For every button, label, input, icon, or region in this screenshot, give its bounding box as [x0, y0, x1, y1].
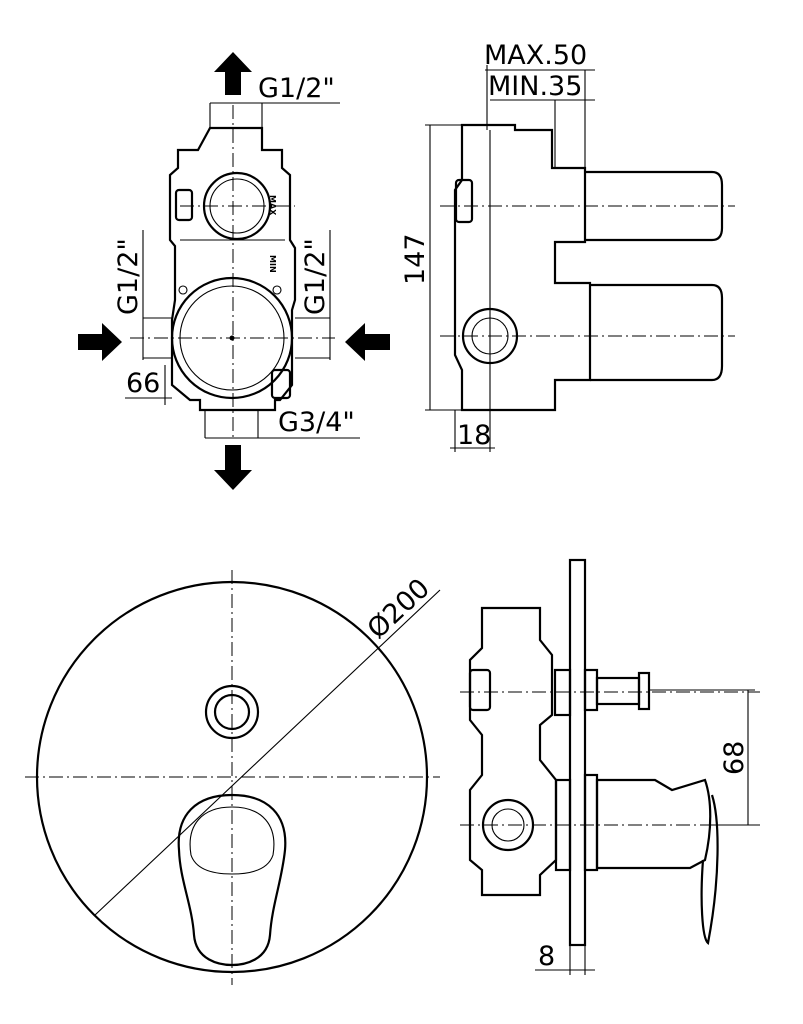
plate-thickness-dimension: 8	[538, 941, 555, 972]
arrow-right-icon	[78, 323, 122, 361]
arrow-left-icon	[345, 323, 390, 361]
depth-max-label: MAX.50	[484, 40, 587, 71]
inlet-left-label: G1/2"	[113, 238, 144, 315]
assembly-side-view	[460, 558, 760, 947]
diameter-label: Ø200	[362, 573, 436, 645]
inlet-right-label: G1/2"	[300, 238, 331, 315]
arrow-up-icon	[214, 52, 252, 95]
trim-plate-front-view: Ø200	[25, 570, 441, 985]
side-dimensions: 147 MAX.50 MIN.35 18	[400, 40, 595, 452]
valve-body-side-view	[440, 123, 735, 412]
depth-min-label: MIN.35	[488, 71, 582, 102]
outlet-top-label: G1/2"	[258, 73, 335, 104]
min-marking: MIN	[268, 255, 277, 273]
valve-body-front-view: MAX MIN	[130, 105, 335, 440]
max-marking: MAX	[268, 195, 277, 216]
handle-spacing-dimension: 68	[719, 741, 750, 775]
front-dimensions: G1/2" G1/2" G1/2" 66 G3/4"	[113, 73, 360, 439]
offset-dimension: 18	[457, 420, 491, 451]
height-dimension: 147	[400, 233, 431, 285]
outlet-bottom-label: G3/4"	[278, 407, 355, 438]
width-dimension: 66	[126, 368, 160, 399]
flow-arrows	[78, 52, 390, 490]
arrow-down-icon	[214, 445, 252, 490]
bottom-side-dimensions: 68 8	[535, 689, 755, 975]
